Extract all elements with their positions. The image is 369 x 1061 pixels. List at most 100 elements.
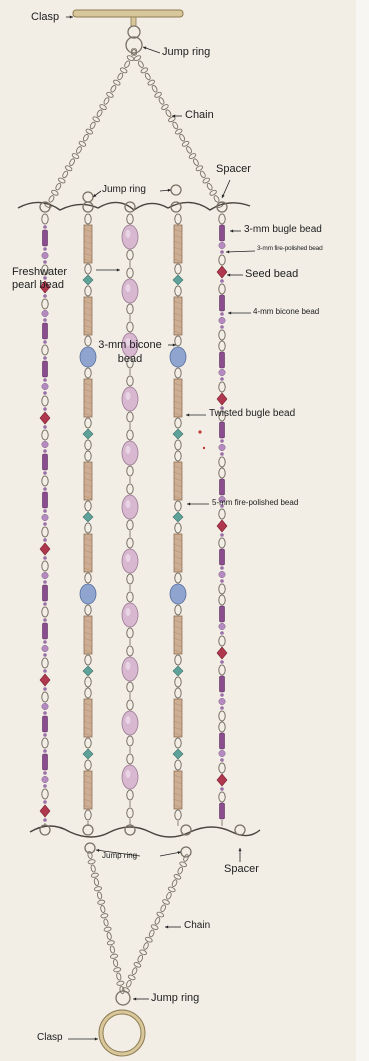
pearl-bead <box>122 765 138 789</box>
link-loop <box>127 322 133 332</box>
link-loop <box>127 574 133 584</box>
bicone-bead <box>217 393 227 405</box>
chain-link <box>166 892 173 900</box>
seed-bead <box>43 509 47 513</box>
chain-link <box>179 134 186 142</box>
fire-polished-bead <box>170 584 186 604</box>
chain-link <box>97 899 105 905</box>
arrowhead <box>226 250 229 253</box>
link-loop <box>219 665 225 675</box>
chain-link <box>131 967 138 975</box>
bicone-bead <box>40 543 50 555</box>
chain-link <box>148 929 155 937</box>
link-loop <box>219 382 225 392</box>
bugle-bead <box>220 479 225 495</box>
arrowhead <box>143 47 146 50</box>
link-loop <box>219 255 225 265</box>
strand-pearl-center <box>122 214 138 826</box>
label-clasp-bottom: Clasp <box>37 1033 63 1043</box>
chain-link <box>206 183 213 191</box>
link-loop <box>42 345 48 355</box>
fire-polished-bead <box>42 252 48 258</box>
leader-fire-polished-3mm <box>226 251 255 252</box>
chain-link <box>144 72 151 80</box>
link-loop <box>175 655 181 665</box>
seed-bead <box>43 538 47 542</box>
chain-link <box>126 980 133 988</box>
link-loop <box>127 736 133 746</box>
bugle-bead <box>220 549 225 565</box>
link-loop <box>219 330 225 340</box>
link-loop <box>85 523 91 533</box>
jump-ring-icon <box>217 202 227 212</box>
label-bugle-3mm: 3-mm bugle bead <box>244 225 322 235</box>
pearl-bead <box>122 441 138 465</box>
link-loop <box>85 655 91 665</box>
pearl-sheen <box>126 446 131 454</box>
fire-polished-bead <box>42 383 48 389</box>
clasp-shank <box>131 17 136 26</box>
fire-polished-bead <box>219 750 225 756</box>
link-loop <box>85 677 91 687</box>
link-loop <box>219 711 225 721</box>
label-spacer-top: Spacer <box>216 164 251 175</box>
seed-bead <box>43 425 47 429</box>
link-loop <box>175 688 181 698</box>
link-loop <box>127 412 133 422</box>
link-loop <box>219 284 225 294</box>
chain-link <box>172 121 179 129</box>
seed-bead <box>43 711 47 715</box>
bugle-bead <box>220 295 225 311</box>
chain-link <box>133 962 141 969</box>
link-loop <box>175 573 181 583</box>
link-loop <box>127 250 133 260</box>
seed-bead <box>220 279 224 283</box>
chain-link <box>62 170 69 178</box>
link-loop <box>127 754 133 764</box>
strand-left-edge <box>40 214 50 826</box>
fire-polished-bead <box>42 776 48 782</box>
seed-bead <box>220 579 224 583</box>
arrowhead <box>187 502 190 505</box>
link-loop <box>127 700 133 710</box>
link-loop <box>42 692 48 702</box>
seed-bead <box>43 669 47 673</box>
chain-link <box>156 911 164 918</box>
bugle-bead <box>43 716 48 732</box>
label-bicone-3mm: 3-mm bicone bead <box>88 338 172 366</box>
seed-bead <box>220 758 224 762</box>
pearl-sheen <box>126 662 131 670</box>
pearl-sheen <box>126 392 131 400</box>
chain-bottom-left <box>87 851 125 994</box>
pearl-bead <box>122 657 138 681</box>
link-loop <box>175 418 181 428</box>
link-loop <box>42 658 48 668</box>
link-loop <box>175 523 181 533</box>
link-loop <box>42 738 48 748</box>
bicone-bead <box>40 805 50 817</box>
chain-link <box>48 195 55 203</box>
bugle-bead <box>43 585 48 601</box>
pearl-sheen <box>126 500 131 508</box>
link-loop <box>219 341 225 351</box>
link-loop <box>219 457 225 467</box>
bugle-bead <box>220 352 225 368</box>
bicone-bead <box>217 774 227 786</box>
arrowhead <box>228 311 231 314</box>
chain-link <box>183 854 190 862</box>
ring-clasp-face <box>101 1012 143 1054</box>
bicone-bead <box>173 429 183 439</box>
arrowhead <box>133 997 136 1000</box>
chain-link <box>89 121 96 129</box>
link-loop <box>127 592 133 602</box>
seed-bead <box>43 225 47 229</box>
fire-polished-bead <box>170 347 186 367</box>
seed-bead <box>220 706 224 710</box>
chain-link <box>107 940 115 946</box>
link-loop <box>127 466 133 476</box>
seed-bead <box>43 640 47 644</box>
chain-link <box>94 886 102 892</box>
chain-bottom-right <box>122 854 189 993</box>
bicone-bead <box>83 429 93 439</box>
link-loop <box>175 760 181 770</box>
